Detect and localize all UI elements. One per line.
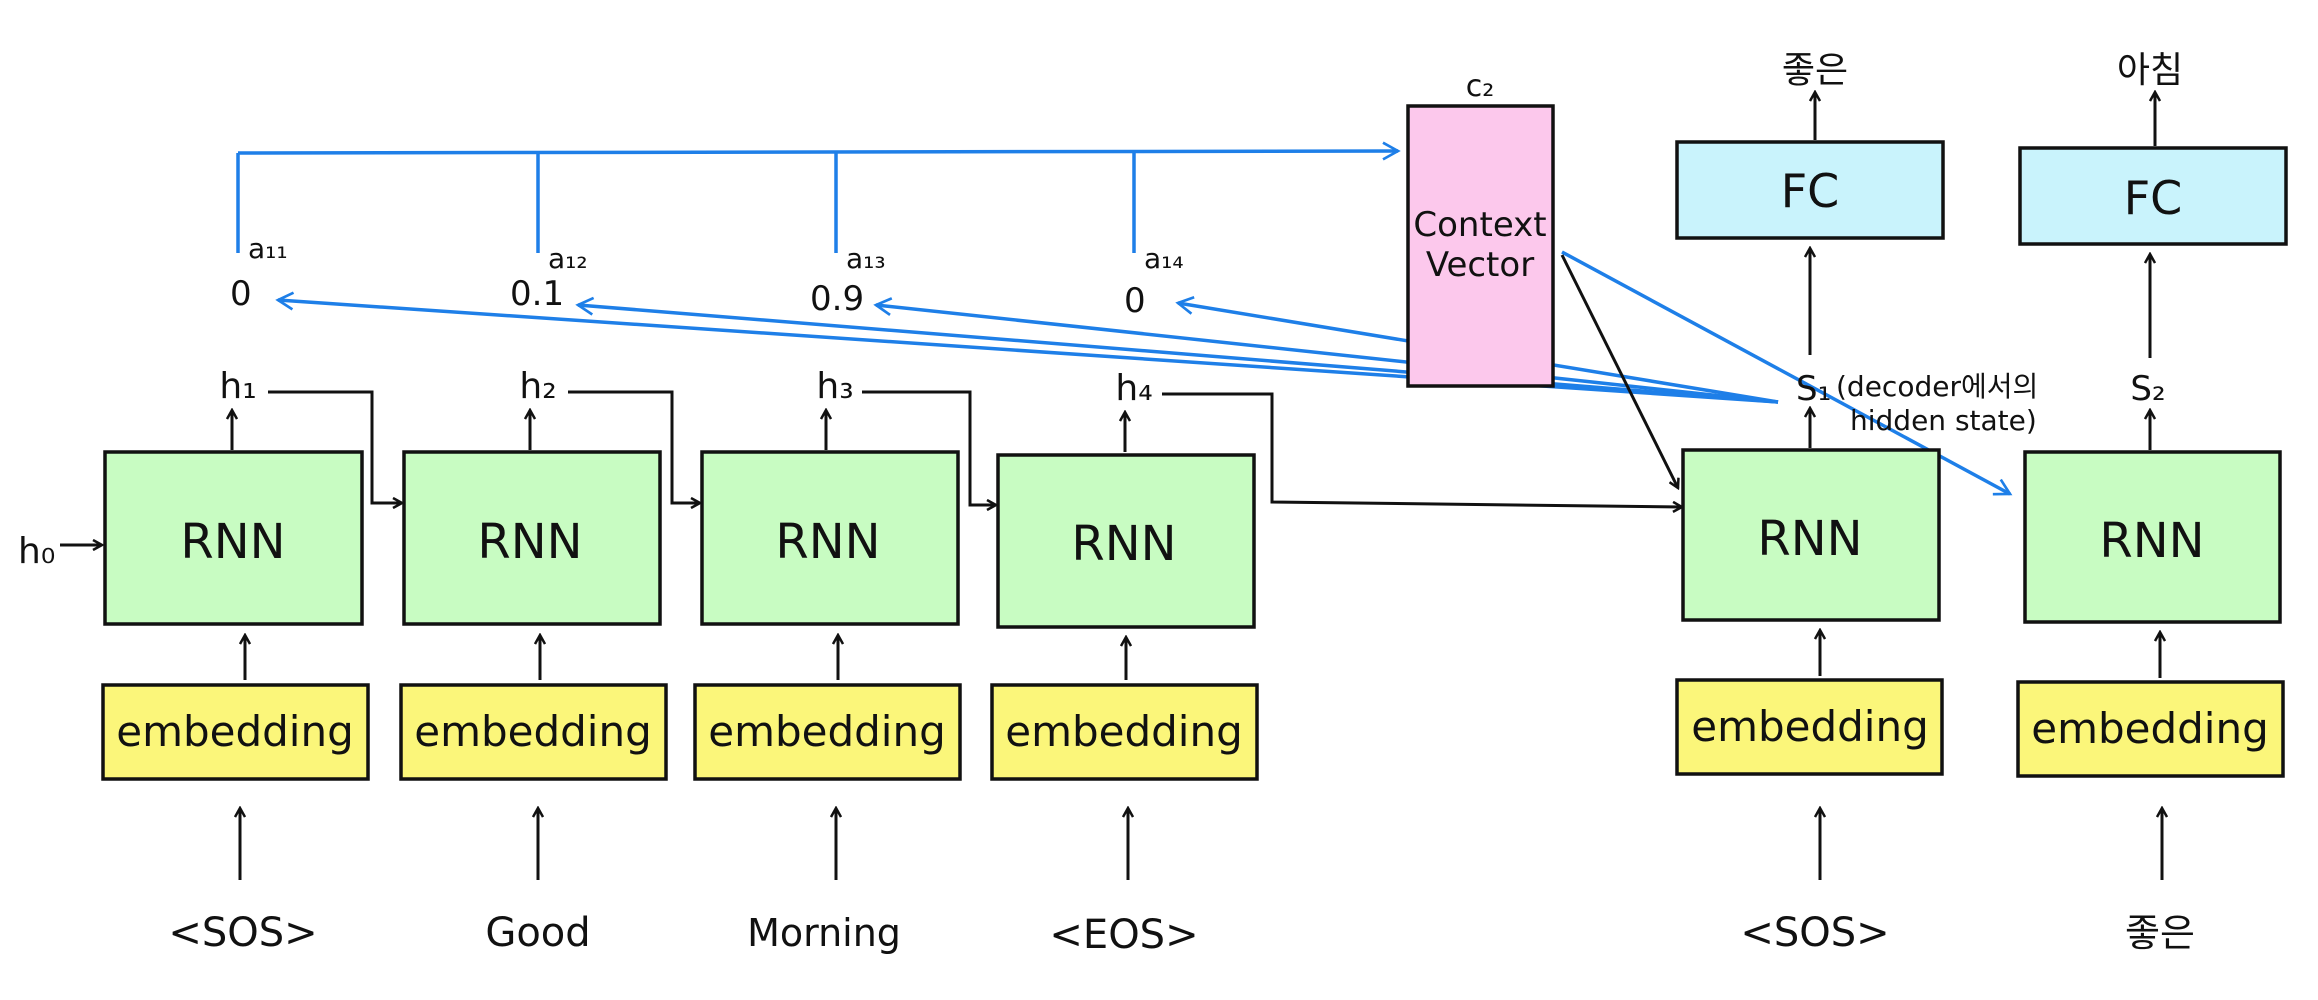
decoder-rnn-1-label: RNN <box>1757 511 1862 567</box>
decoder-rnn-2-label: RNN <box>2099 513 2204 569</box>
weight-value-3: 0.9 <box>810 279 864 319</box>
score-arrow-3 <box>873 297 1779 404</box>
encoder-cell-3: RNN embedding Morning h₃ <box>693 366 996 955</box>
encoder-hidden-label-1: h₁ <box>219 366 256 407</box>
encoder-rnn-1-label: RNN <box>180 514 285 570</box>
decoder-fc-2-label: FC <box>2124 171 2183 225</box>
attention-weights: a₁₁ 0 a₁₂ 0.1 a₁₃ 0.9 a₁₄ 0 <box>230 232 1184 321</box>
score-arrow-2 <box>575 296 1779 404</box>
encoder-input-3: Morning <box>747 911 901 955</box>
weight-name-1: a₁₁ <box>248 232 288 265</box>
decoder-fc-1 <box>1675 140 1945 240</box>
decoder-embedding-2 <box>2016 680 2285 778</box>
encoder-hidden-pass-arrow-2 <box>568 390 700 503</box>
decoder-fc-2 <box>2018 146 2288 246</box>
weight-value-2: 0.1 <box>510 274 564 314</box>
weight-name-4: a₁₄ <box>1144 242 1184 275</box>
encoder-rnn-3-label: RNN <box>775 514 880 570</box>
decoder-input-2: 좋은 <box>2125 911 2195 955</box>
context-vector-label-line1: Context <box>1413 205 1546 245</box>
encoder-embedding-3-label: embedding <box>708 707 946 756</box>
encoder-embedding-1-label: embedding <box>116 707 354 756</box>
encoder-hidden-label-2: h₂ <box>519 366 556 407</box>
weight-name-2: a₁₂ <box>548 242 588 275</box>
encoder-hidden-pass-arrow-1 <box>268 390 402 503</box>
encoder-embedding-4-label: embedding <box>1005 707 1243 756</box>
context-to-decoder1-arrow <box>1560 254 1678 488</box>
decoder-rnn-2 <box>2023 450 2282 624</box>
encoder-hidden-pass-arrow-3 <box>862 390 996 505</box>
decoder-embedding-2-label: embedding <box>2031 704 2269 753</box>
decoder-output-2: 아침 <box>2117 50 2183 91</box>
decoder-embedding-1-label: embedding <box>1691 702 1929 751</box>
decoder-output-1: 좋은 <box>1782 50 1848 91</box>
decoder-rnn-1 <box>1681 448 1941 622</box>
encoder-rnn-2 <box>402 450 662 626</box>
encoder-hidden-label-4: h₄ <box>1115 368 1152 409</box>
encoder-rnn-3 <box>700 450 960 626</box>
encoder-embedding-1 <box>101 683 370 781</box>
weight-value-4: 0 <box>1124 281 1146 321</box>
context-bus-arrow <box>237 141 1401 161</box>
weight-name-3: a₁₃ <box>846 242 886 275</box>
encoder-final-hidden-to-decoder-arrow <box>1162 392 1682 507</box>
encoder-embedding-2-label: embedding <box>414 707 652 756</box>
encoder-input-1: <SOS> <box>168 910 317 956</box>
context-vector: c₂ Context Vector <box>1406 69 1678 488</box>
encoder-hidden-label-3: h₃ <box>816 366 853 407</box>
decoder-fc-1-label: FC <box>1781 164 1840 218</box>
initial-hidden-label: h₀ <box>18 531 55 572</box>
encoder-embedding-4 <box>990 683 1259 781</box>
context-vector-box <box>1406 104 1555 388</box>
encoder-rnn-4 <box>996 453 1256 629</box>
encoder-input-2: Good <box>485 910 590 956</box>
encoder-rnn-4-label: RNN <box>1071 516 1176 572</box>
encoder-cell-1: RNN embedding <SOS> h₁ <box>101 366 402 956</box>
decoder-cell-1: 좋은 FC S₁ (decoder에서의 hidden state) RNN e… <box>1675 50 2038 956</box>
context-vector-label-line2: Vector <box>1426 245 1534 285</box>
decoder-input-1: <SOS> <box>1740 910 1889 956</box>
encoder-rnn-1 <box>103 450 364 626</box>
decoder-cell-2: 아침 FC S₂ RNN embedding 좋은 <box>2016 50 2288 955</box>
decoder-embedding-1 <box>1675 678 1944 776</box>
decoder-state-note-line1: (decoder에서의 <box>1836 370 2038 403</box>
decoder-state-note-line2: hidden state) <box>1850 404 2037 437</box>
decoder-state-label-1: S₁ <box>1796 369 1831 409</box>
encoder-cell-2: RNN embedding Good h₂ <box>399 366 700 956</box>
encoder-rnn-2-label: RNN <box>477 514 582 570</box>
decoder-state-label-2: S₂ <box>2130 369 2165 409</box>
context-vector-name: c₂ <box>1466 69 1495 104</box>
encoder-embedding-3 <box>693 683 962 781</box>
weight-value-1: 0 <box>230 274 252 314</box>
encoder-embedding-2 <box>399 683 668 781</box>
encoder-cell-4: RNN embedding <EOS> h₄ <box>990 368 1682 958</box>
encoder: h₀ RNN embedding <SOS> h₁ RNN embedding … <box>18 366 1682 958</box>
encoder-input-4: <EOS> <box>1049 912 1198 958</box>
decoder: 좋은 FC S₁ (decoder에서의 hidden state) RNN e… <box>1675 50 2288 956</box>
